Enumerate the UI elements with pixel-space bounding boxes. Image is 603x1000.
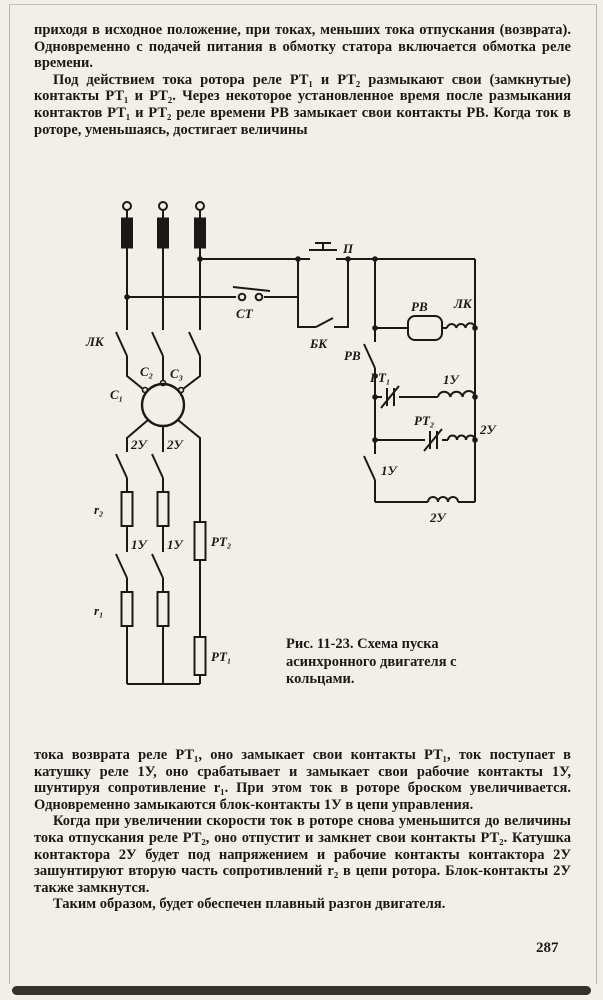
label-u2-coil: 2У (479, 422, 498, 437)
paragraph-1: приходя в исходное положение, при токах,… (34, 22, 571, 72)
bottom-text-block: тока возврата реле РТ₁, оно замыкает сво… (34, 747, 571, 913)
label-r1: r₁ (94, 603, 104, 618)
circuit-diagram: ЛК С₁ С₂ С₃ СТ П БК РВ ЛК РВ РТ₁ 1У РТ₂ … (85, 201, 498, 685)
label-rv-contact: РВ (344, 348, 361, 363)
label-lk-coil: ЛК (453, 296, 473, 311)
label-r2: r₂ (94, 502, 104, 517)
label-rv-coil: РВ (411, 299, 428, 314)
label-rotor-rt2: РТ₂ (211, 534, 231, 549)
label-bk: БК (309, 336, 328, 351)
stator-supply-lines (115, 201, 206, 428)
rotor-circuit (115, 419, 207, 685)
label-rotor-rt1: РТ₁ (211, 649, 231, 664)
label-rt1-contact: РТ₁ (370, 370, 390, 385)
paragraph-3: тока возврата реле РТ₁, оно замыкает сво… (34, 747, 571, 813)
figure-caption: Рис. 11-23. Схема пуска асинхронного дви… (286, 636, 457, 688)
label-rotor-u1-a: 1У (131, 537, 149, 552)
label-c1: С₁ (110, 387, 123, 402)
label-p: П (342, 241, 354, 256)
label-lk-main: ЛК (85, 334, 105, 349)
scan-edge-right (596, 4, 597, 984)
label-u2-bottom: 2У (429, 510, 448, 525)
paragraph-5: Таким образом, будет обеспечен плавный р… (53, 896, 446, 913)
label-c3: С₃ (170, 366, 183, 381)
page-number: 287 (536, 940, 559, 956)
paragraph-4: Когда при увеличении скорости ток в рото… (34, 813, 571, 896)
scan-edge-left (9, 4, 10, 984)
control-circuit (124, 242, 478, 503)
top-text-block: приходя в исходное положение, при токах,… (34, 22, 571, 138)
scan-edge-top (9, 4, 597, 5)
scan-edge-bottom (12, 986, 591, 995)
label-rotor-u2-b: 2У (166, 437, 185, 452)
diagram-labels: ЛК С₁ С₂ С₃ СТ П БК РВ ЛК РВ РТ₁ 1У РТ₂ … (85, 241, 498, 664)
label-rt2-contact: РТ₂ (414, 413, 434, 428)
label-rotor-u2-a: 2У (130, 437, 149, 452)
label-u1-block: 1У (381, 463, 399, 478)
motor-circle (140, 382, 186, 428)
label-st: СТ (236, 306, 254, 321)
label-c2: С₂ (140, 364, 153, 379)
paragraph-2: Под действием тока ротора реле РТ₁ и РТ₂… (34, 71, 571, 138)
label-u1-coil: 1У (443, 372, 461, 387)
label-rotor-u1-b: 1У (167, 537, 185, 552)
